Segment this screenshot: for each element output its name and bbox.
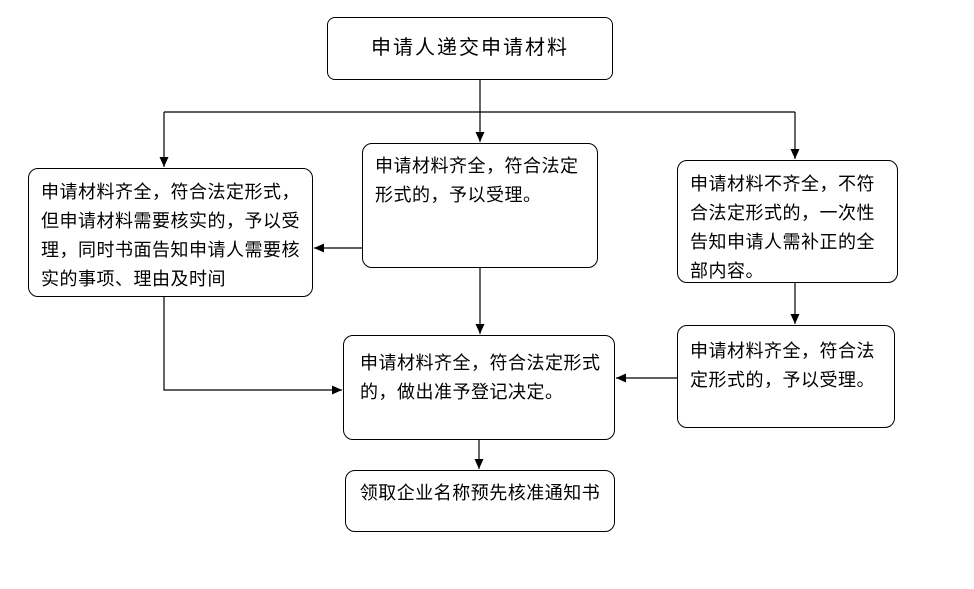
edge-verify-decision (163, 297, 342, 395)
node-registration-decision: 申请材料齐全，符合法定形式的，做出准予登记决定。 (343, 335, 615, 440)
node-accept-complete: 申请材料齐全，符合法定形式的，予以受理。 (362, 143, 598, 268)
node-accept-with-verification: 申请材料齐全，符合法定形式，但申请材料需要核实的，予以受理，同时书面告知申请人需… (28, 168, 313, 297)
node-incomplete-notify: 申请材料不齐全，不符合法定形式的，一次性告知申请人需补正的全部内容。 (677, 160, 898, 283)
node-receive-notice: 领取企业名称预先核准通知书 (345, 470, 615, 532)
node-accept-after-correction: 申请材料齐全，符合法定形式的，予以受理。 (677, 325, 895, 428)
node-submit-materials: 申请人递交申请材料 (327, 17, 613, 80)
